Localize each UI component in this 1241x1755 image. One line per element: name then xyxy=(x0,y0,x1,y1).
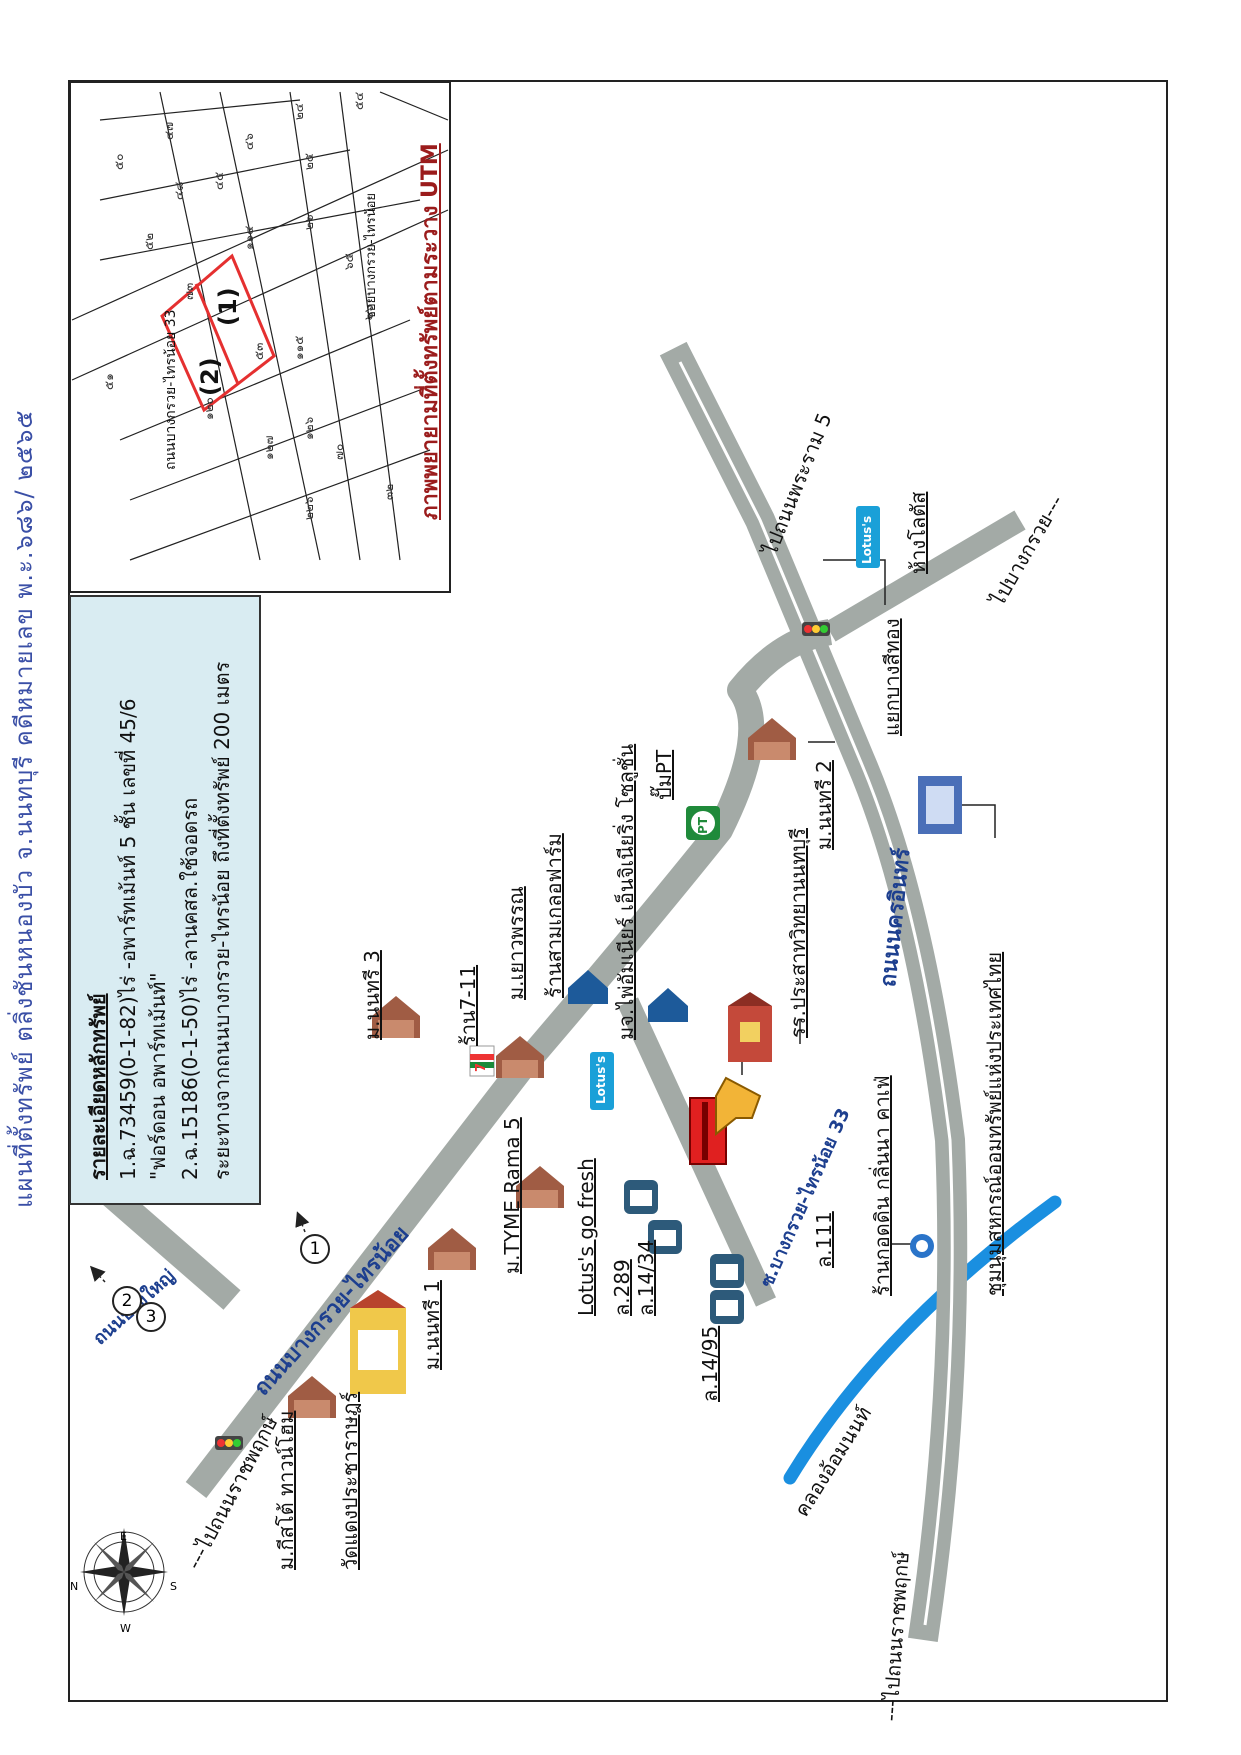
place-cafe: ร้านกอดดิน กลิ่นนา คาเฟ่ xyxy=(870,1075,894,1296)
marker-1: 1 xyxy=(300,1234,330,1264)
house-icon xyxy=(748,718,796,760)
place-plaza: มจ.ไพ่อัมเนียร์ เอ็นจิเนียริ่ง โซลูชั่น xyxy=(614,743,638,1040)
place-l14-34: ล.14/34 xyxy=(634,1239,658,1316)
place-samgreen: ร้านสามเกลอฟาร์ม xyxy=(542,833,566,998)
parcel-label: ๖๕ xyxy=(342,253,356,270)
place-kisato: ม.กีสโต้ ทาวน์โฮม xyxy=(274,1410,298,1570)
parcel-label: ๔๘ xyxy=(172,181,186,200)
canal-line xyxy=(783,1195,1062,1485)
coop-building-icon xyxy=(918,776,962,834)
cafe-icon xyxy=(910,1234,934,1258)
place-nonsee3: ม.นนทรี 3 xyxy=(360,950,384,1040)
pointer-arrow-icon xyxy=(715,1076,762,1137)
bank-icon xyxy=(710,1254,744,1288)
road-bangkruai-branch xyxy=(824,510,1026,642)
parcel-label: ๑๒๗ xyxy=(262,435,276,460)
place-l14-95: ล.14/95 xyxy=(698,1325,722,1402)
direction-arrow-2 xyxy=(89,1265,106,1283)
inset-lane-label: ซอยบางกรวย-ไทรน้อย xyxy=(364,192,379,320)
parcel-label: ๑๑๕ xyxy=(292,335,306,360)
seven-eleven-icon xyxy=(469,1045,495,1077)
place-tyme: ม.TYME Rama 5 xyxy=(500,1117,524,1274)
school-icon xyxy=(728,992,772,1062)
marker-3: 3 xyxy=(136,1302,166,1332)
seven-logo-text: 7 xyxy=(474,1062,489,1072)
place-school: รร.ประสาทวิทยานนทบุรี xyxy=(786,828,810,1038)
info-line-3: 2.ฉ.15186(0-1-50)ไร่ -ลานคสล.ใช้จอดรถ xyxy=(178,797,202,1180)
parcel-label: ๗๐ xyxy=(332,443,346,460)
parcel-label: ๒๖ xyxy=(302,214,316,230)
compass-w: W xyxy=(120,1622,131,1635)
parcel-label: ๗๓ xyxy=(182,282,196,300)
parcel-label: ๕๒ xyxy=(142,233,156,250)
inset-caption: ภาพพยายามที่ตั้งทรัพย์ตามระวาง UTM xyxy=(418,143,443,520)
compass-n: N xyxy=(70,1580,79,1593)
compass-e: E xyxy=(120,1530,127,1543)
place-l111: ล.111 xyxy=(812,1211,836,1268)
lotus-logo-text-2: Lotus's xyxy=(860,515,874,564)
market-icon xyxy=(568,970,608,1004)
info-line-1: 1.ฉ.73459(0-1-82)ไร่ -อพาร์ทเม้นท์ 5 ชั้… xyxy=(116,698,140,1180)
place-ptt-station: ปั๊มPT xyxy=(652,749,676,800)
bank-icon xyxy=(624,1180,658,1214)
lotus-icon xyxy=(590,1052,614,1110)
compass-s: S xyxy=(170,1580,177,1593)
info-title: รายละเอียดหลักทรัพย์ xyxy=(86,993,110,1180)
place-seven: ร้าน7-11 xyxy=(456,964,480,1046)
house-icon xyxy=(288,1376,336,1418)
place-nonsee1: ม.นนทรี 1 xyxy=(420,1280,444,1370)
parcel-label: ๒๒๖ xyxy=(302,496,316,520)
place-wat: วัดแดงประชาราษฎร์ xyxy=(338,1391,362,1570)
parcel-label: ๕๓ xyxy=(252,342,266,360)
parcel-label: ๕๔ xyxy=(352,91,366,110)
info-line-2: "ฟอร์ดอน อพาร์ทเม้นท์" xyxy=(146,972,170,1180)
parcel-label: ๔๖ xyxy=(242,133,256,150)
place-nonsee2: ม.นนทรี 2 xyxy=(812,760,836,850)
parcel-label: ๖๖ xyxy=(362,304,376,320)
inset-road-label: ถนนบางกรวย-ไทรน้อย 33 xyxy=(163,309,179,470)
lotus-logo-text: Lotus's xyxy=(594,1055,608,1104)
info-line-4: ระยะทางจากถนนบางกรวย-ไทรน้อย ถึงที่ตั้งท… xyxy=(210,661,234,1180)
house-icon xyxy=(516,1166,564,1208)
inset-map xyxy=(69,81,451,593)
ptt-icon xyxy=(686,806,720,840)
place-lotus-go: Lotus's go fresh xyxy=(574,1158,598,1316)
plot-1-label: (1) xyxy=(214,287,242,326)
traffic-light-icon xyxy=(802,622,830,636)
parcel-label: ๑๑๔ xyxy=(242,225,256,250)
info-box xyxy=(69,595,261,1205)
direction-arrow-1 xyxy=(295,1211,310,1233)
parcel-label: ๒๔ xyxy=(292,103,306,120)
place-lotus-mall: ห้างโลตัส xyxy=(906,491,930,574)
parcel-label: ๑๒๐ xyxy=(202,397,216,420)
parcel-label: ๓๒ xyxy=(382,483,396,500)
market-icon xyxy=(648,988,688,1022)
house-icon xyxy=(372,996,420,1038)
parcel-label: ๔๗ xyxy=(162,121,176,140)
traffic-light-icon xyxy=(215,1436,243,1450)
lotus-icon xyxy=(856,506,880,568)
ptt-logo-text: PT xyxy=(696,817,710,834)
parcel-label: ๔๕ xyxy=(212,171,226,190)
parcel-label: ๒๕ xyxy=(302,153,316,170)
bank-icon xyxy=(648,1220,682,1254)
bank-icon xyxy=(710,1290,744,1324)
parcel-label: ๑๒๖ xyxy=(302,416,316,440)
place-yaowapan: ม.เยาวพรรณ xyxy=(504,886,528,1000)
plot-2-label: (2) xyxy=(196,357,224,396)
house-icon xyxy=(496,1036,544,1078)
road-nakhon-in-divider xyxy=(678,361,954,1626)
temple-icon xyxy=(350,1290,406,1394)
parcel-label: ๕๑ xyxy=(102,373,116,390)
parcel-label: ๕๐ xyxy=(112,153,126,170)
place-junction: แยกบางสีทอง xyxy=(880,618,904,736)
house-icon xyxy=(428,1228,476,1270)
compass-icon xyxy=(80,1528,168,1616)
place-coop: ชุมนุมสหกรณ์ออมทรัพย์แห่งประเทศไทย xyxy=(982,951,1006,1296)
